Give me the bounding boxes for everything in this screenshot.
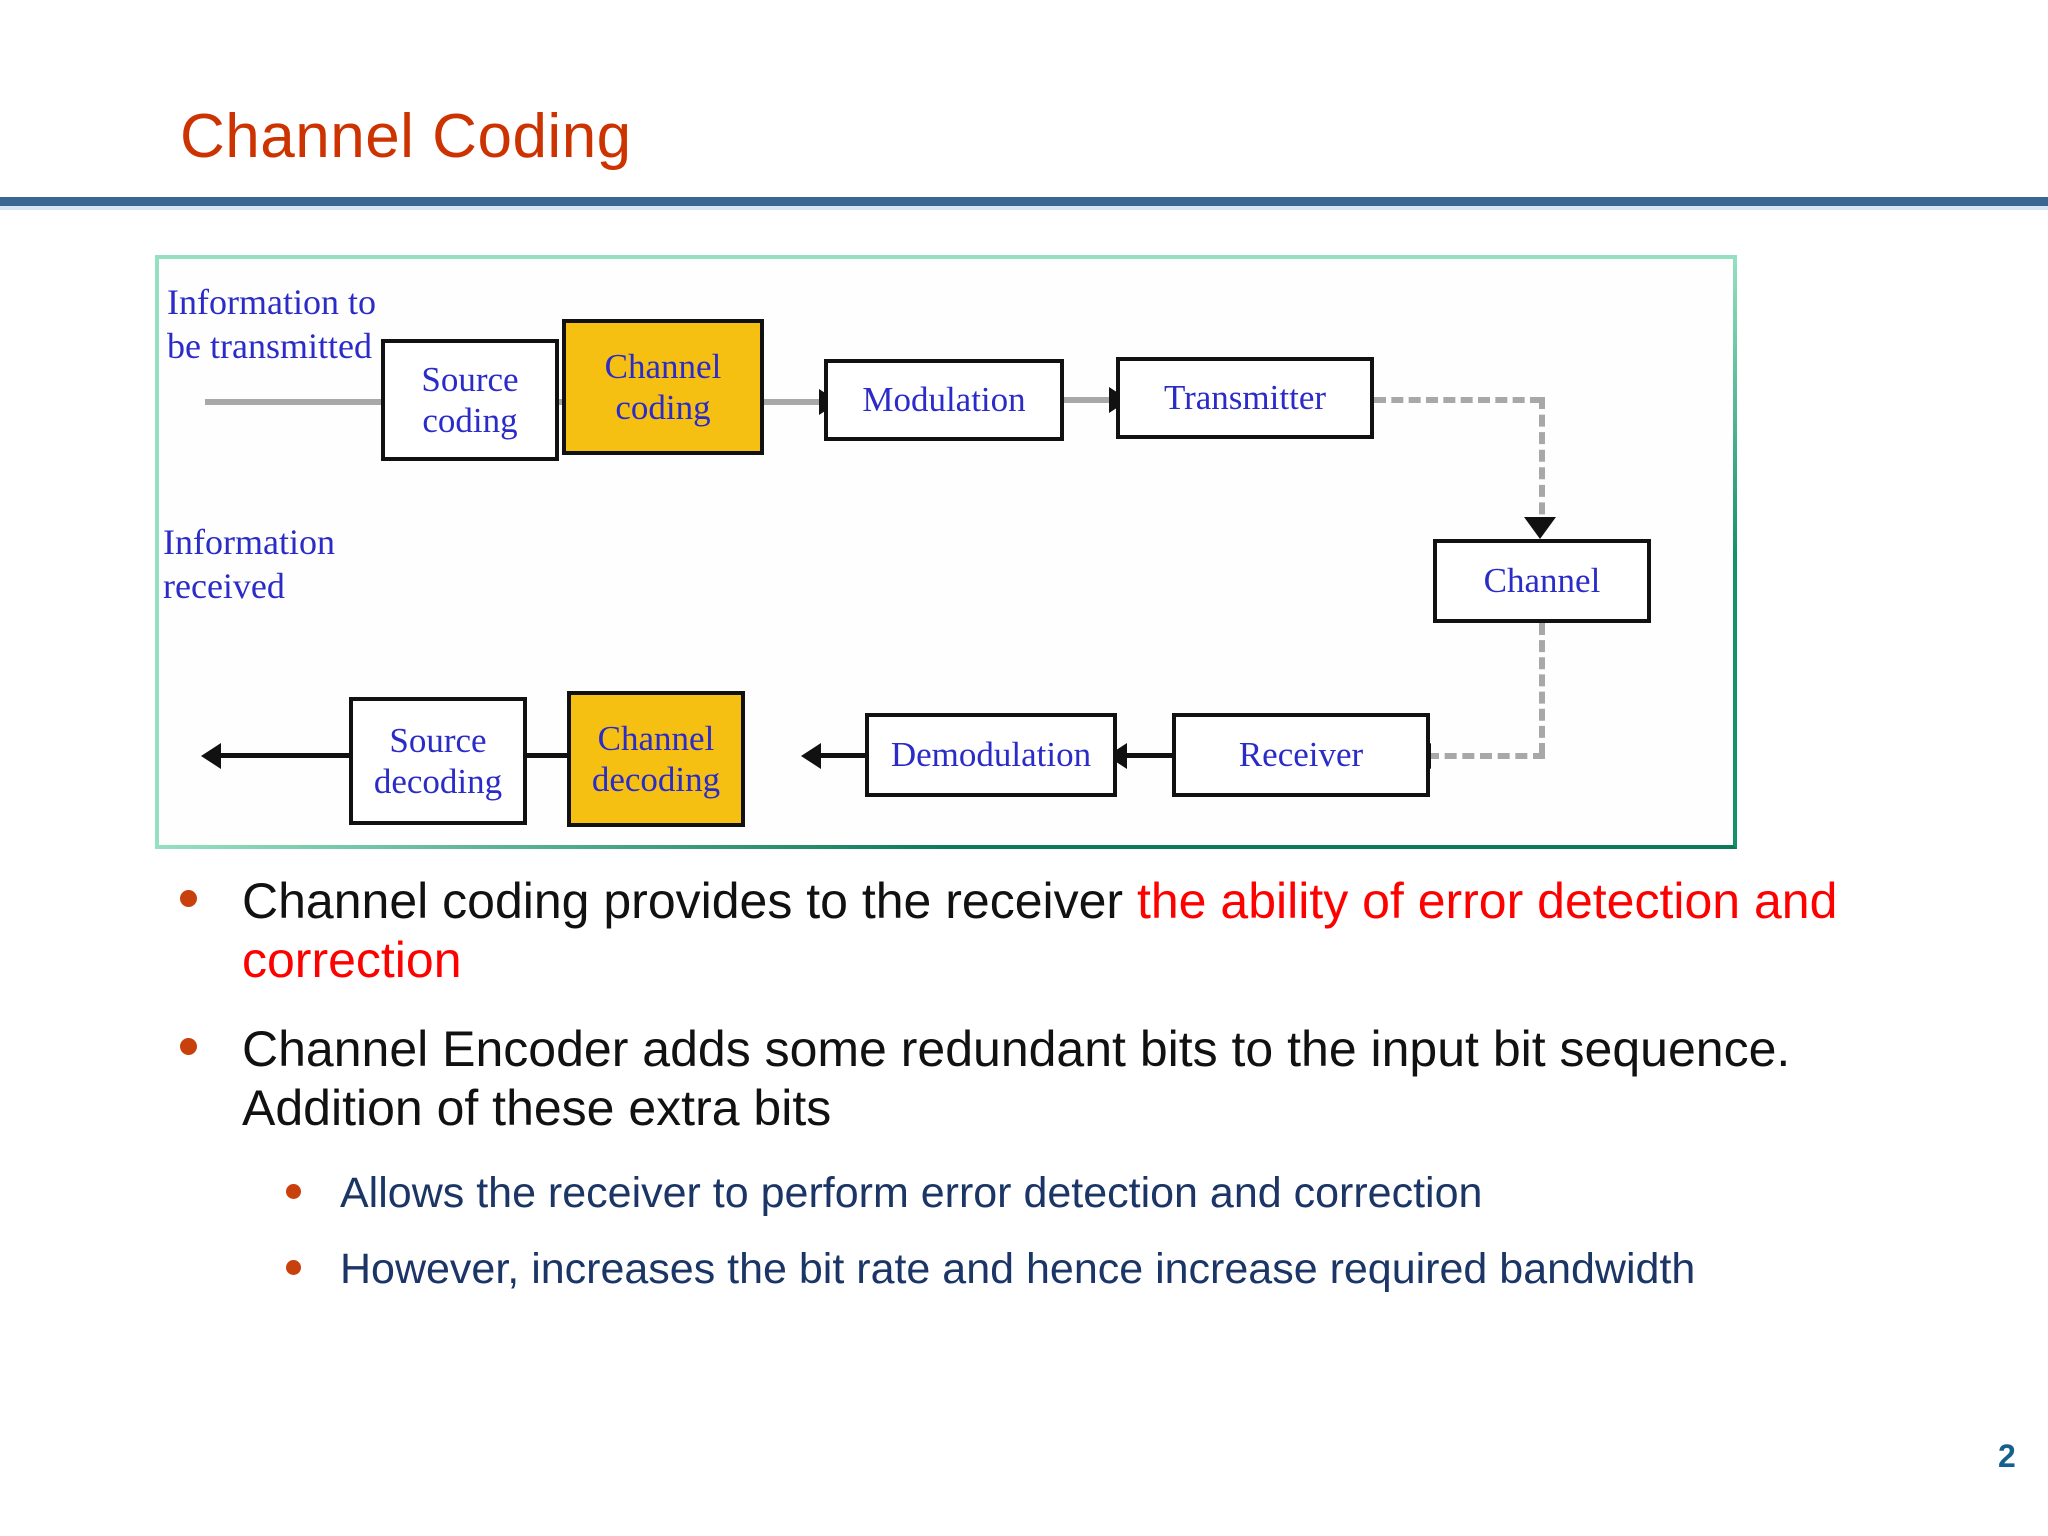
dashed-into-receiver — [1427, 753, 1545, 759]
bullet-text-black: Channel coding provides to the receiver — [242, 873, 1137, 929]
box-source-coding[interactable]: Source coding — [381, 339, 559, 461]
bullet-marker — [286, 1184, 301, 1199]
bullet-marker — [180, 1038, 197, 1055]
box-demodulation[interactable]: Demodulation — [865, 713, 1117, 797]
connector-input-to-source-coding — [205, 399, 467, 405]
bullet-allows-error-detection: Allows the receiver to perform error det… — [150, 1168, 1970, 1220]
bullet-marker — [286, 1259, 301, 1275]
box-transmitter[interactable]: Transmitter — [1116, 357, 1374, 439]
page-number: 2 — [1998, 1438, 2016, 1474]
arrowhead-into-channel — [1524, 517, 1556, 539]
connector-source-decoding-to-output — [217, 753, 353, 758]
title-divider — [0, 197, 2048, 206]
connector-channel-coding-to-modulation — [764, 399, 826, 405]
bullet-text-emphasis: the ability of error detection and corre… — [242, 873, 1838, 988]
bullet-text: However, increases the bit rate and henc… — [340, 1244, 1696, 1293]
frame-edge-right — [1733, 255, 1737, 555]
bullet-text: Allows the receiver to perform error det… — [340, 1169, 1483, 1217]
box-channel-decoding[interactable]: Channel decoding — [567, 691, 745, 827]
page-title: Channel Coding — [180, 102, 632, 171]
frame-edge-bottom — [155, 845, 945, 849]
box-channel[interactable]: Channel — [1433, 539, 1651, 623]
box-channel-coding[interactable]: Channel coding — [562, 319, 764, 455]
bullet-channel-encoder-redundant-bits: Channel Encoder adds some redundant bits… — [150, 1020, 1970, 1138]
connector-demodulation-to-channel-decoding — [815, 753, 869, 758]
bullet-list: Channel coding provides to the receiver … — [150, 872, 1970, 1319]
bullet-increases-bit-rate: However, increases the bit rate and henc… — [150, 1244, 1970, 1296]
connector-channel-decoding-to-source-decoding — [521, 753, 571, 758]
connector-modulation-to-transmitter — [1064, 397, 1116, 403]
label-information-to-be-transmitted: Information to be transmitted — [167, 282, 376, 366]
bullet-marker — [180, 890, 197, 907]
label-information-received: Information received — [163, 522, 335, 606]
dashed-down-to-channel — [1539, 397, 1545, 532]
arrowhead-output-information-received — [201, 743, 221, 769]
title-divider-highlight — [0, 206, 2048, 210]
box-source-decoding[interactable]: Source decoding — [349, 697, 527, 825]
box-modulation[interactable]: Modulation — [824, 359, 1064, 441]
block-diagram: Information to be transmitted Source cod… — [155, 255, 1737, 849]
arrowhead-demodulation-to-channel-decoding — [801, 743, 821, 769]
bullet-channel-coding-ability: Channel coding provides to the receiver … — [150, 872, 1970, 990]
dashed-transmitter-to-channel — [1374, 397, 1542, 403]
dashed-channel-to-receiver — [1539, 623, 1545, 755]
connector-receiver-to-demodulation — [1121, 753, 1175, 758]
bullet-text: Channel Encoder adds some redundant bits… — [242, 1021, 1791, 1136]
box-receiver[interactable]: Receiver — [1172, 713, 1430, 797]
